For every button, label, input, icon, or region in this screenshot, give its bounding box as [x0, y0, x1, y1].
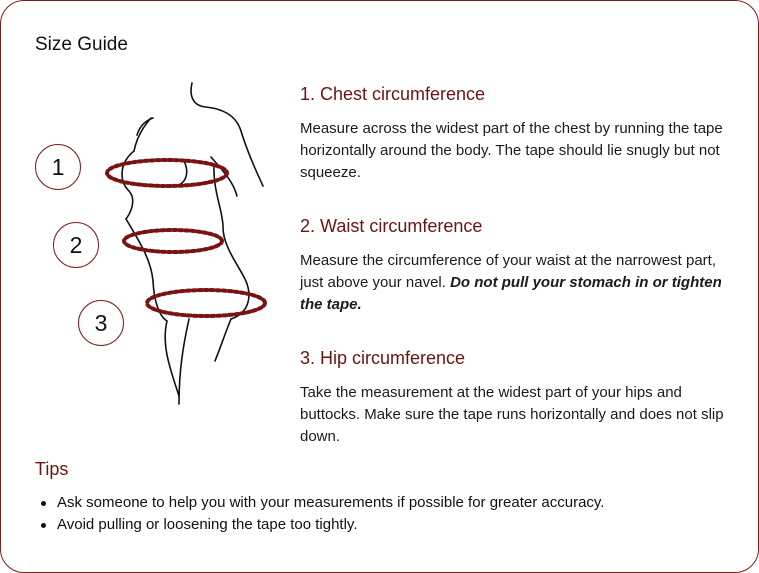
- waist-emphasis-text: Do not pull your stomach in or tighten t…: [300, 274, 722, 313]
- marker-hip: 3: [78, 300, 124, 346]
- body-figure-illustration: [105, 82, 267, 405]
- waist-description-text: Measure the circumference of your waist …: [300, 252, 717, 291]
- chest-description: Measure across the widest part of the ch…: [300, 120, 723, 181]
- page-title: Size Guide: [35, 34, 128, 55]
- tips-list: Ask someone to help you with your measur…: [35, 492, 604, 536]
- chest-section: 1. Chest circumference Measure across th…: [300, 83, 730, 184]
- chest-heading: 1. Chest circumference: [300, 84, 486, 104]
- waist-section: 2. Waist circumference Measure the circu…: [300, 215, 730, 316]
- waist-description: Measure the circumference of your waist …: [300, 250, 730, 316]
- waist-heading: 2. Waist circumference: [300, 216, 483, 236]
- hip-section: 3. Hip circumference Take the measuremen…: [300, 347, 730, 448]
- tips-title: Tips: [35, 459, 69, 479]
- list-item: Ask someone to help you with your measur…: [35, 492, 604, 514]
- hip-description: Take the measurement at the widest part …: [300, 384, 724, 445]
- marker-waist: 2: [53, 222, 99, 268]
- hip-heading: 3. Hip circumference: [300, 348, 466, 368]
- marker-chest: 1: [35, 144, 81, 190]
- list-item: Avoid pulling or loosening the tape too …: [35, 514, 604, 536]
